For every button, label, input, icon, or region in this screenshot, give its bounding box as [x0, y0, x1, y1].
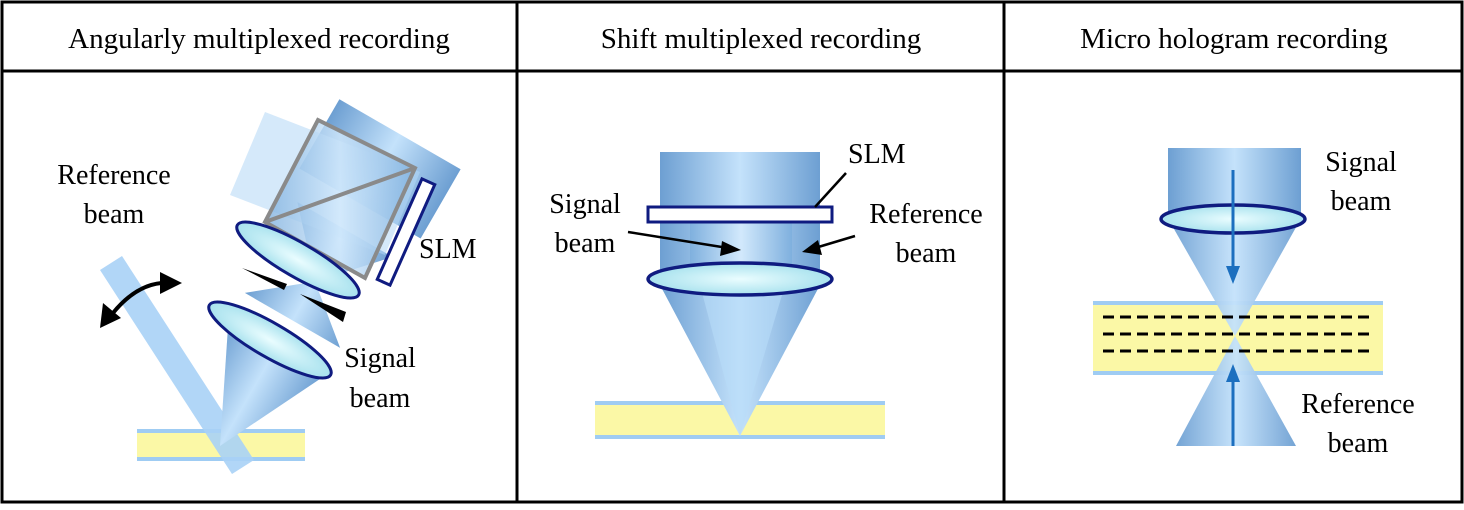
slm-device	[375, 176, 437, 288]
signal-direction-arrow	[1226, 170, 1240, 284]
panel-2-signal-label-2: beam	[555, 228, 616, 259]
panel-3-diagram: Signal beam Reference beam	[1093, 147, 1415, 459]
lens-upper	[235, 220, 361, 300]
reference-cone	[1176, 336, 1296, 446]
panel-3-reference-label-1: Reference	[1301, 389, 1414, 420]
slm-device	[646, 205, 834, 224]
panel-2-reference-label-1: Reference	[869, 199, 982, 230]
reference-direction-arrow	[1226, 364, 1240, 446]
panel-1-diagram: Reference beam SLM Signal beam	[57, 99, 477, 474]
reference-cone	[700, 285, 785, 436]
panel-2-title: Shift multiplexed recording	[601, 23, 922, 55]
prism	[230, 112, 420, 281]
rotation-arrow	[100, 272, 182, 328]
panel-1-reference-label-2: beam	[84, 199, 145, 230]
panel-1-title: Angularly multiplexed recording	[68, 23, 450, 55]
panel-1-reference-label-1: Reference	[57, 160, 170, 191]
aperture-wedge-left	[242, 268, 287, 290]
panel-3-signal-label-2: beam	[1331, 186, 1392, 217]
panel-2-signal-label-1: Signal	[549, 189, 621, 220]
panel-3-title: Micro hologram recording	[1080, 23, 1388, 55]
slm-leader-line	[814, 172, 847, 208]
reference-arrow	[802, 234, 856, 255]
aperture-wedge-right	[300, 294, 346, 322]
panel-3-reference-label-2: beam	[1328, 428, 1389, 459]
panel-1-signal-label-2: beam	[350, 383, 411, 414]
panel-3-signal-label-1: Signal	[1325, 147, 1397, 178]
panel-2-diagram: SLM Signal beam Reference beam	[549, 139, 983, 439]
panel-2-slm-label: SLM	[848, 139, 906, 170]
hologram-layers	[1103, 315, 1370, 353]
signal-arrow	[627, 230, 741, 256]
lens-lower	[207, 300, 333, 380]
panel-1-signal-label-1: Signal	[344, 343, 416, 374]
lens	[646, 261, 834, 297]
reference-beam	[100, 256, 254, 474]
panel-2-reference-label-2: beam	[896, 238, 957, 269]
panel-1-slm-label: SLM	[419, 234, 477, 265]
